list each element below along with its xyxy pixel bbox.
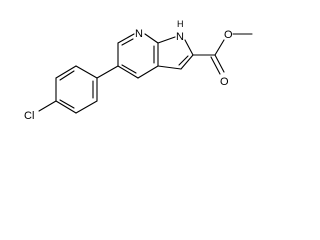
double-bond-inner	[178, 55, 189, 66]
double-bond-inner	[59, 99, 75, 109]
bond	[157, 65, 182, 70]
pyrrole-nitrogen-label: N	[176, 31, 184, 43]
bond	[55, 100, 77, 114]
ester-oxygen-label: O	[224, 29, 233, 41]
double-bond-inner	[121, 38, 134, 46]
bond	[214, 39, 225, 56]
bond	[157, 36, 176, 44]
chlorophenyl-ring	[55, 65, 98, 114]
bond	[144, 33, 159, 44]
pyridine-ring	[117, 33, 159, 79]
pyrrole-hydrogen-label: H	[177, 19, 184, 29]
bond	[117, 65, 139, 79]
chlorine-label: Cl	[24, 110, 34, 122]
bond	[180, 54, 194, 70]
bond-carbonyl	[214, 54, 225, 73]
carbonyl-oxygen-label: O	[220, 76, 229, 88]
pyrrole-ring	[157, 36, 194, 70]
bond-carbonyl	[210, 56, 221, 75]
methyl-ester-group	[192, 33, 253, 75]
bond	[75, 65, 98, 79]
double-bond-inner	[121, 64, 137, 74]
bond	[117, 33, 135, 44]
bond	[184, 39, 194, 56]
bond-c-cl	[38, 100, 57, 112]
double-bond-inner	[59, 70, 75, 81]
pyridine-nitrogen-label: N	[135, 28, 143, 40]
bond-biaryl	[96, 65, 119, 79]
bond	[55, 65, 77, 79]
chemical-structure: Cl N N H O O	[24, 19, 253, 122]
bond	[137, 65, 159, 79]
bond	[75, 100, 98, 114]
